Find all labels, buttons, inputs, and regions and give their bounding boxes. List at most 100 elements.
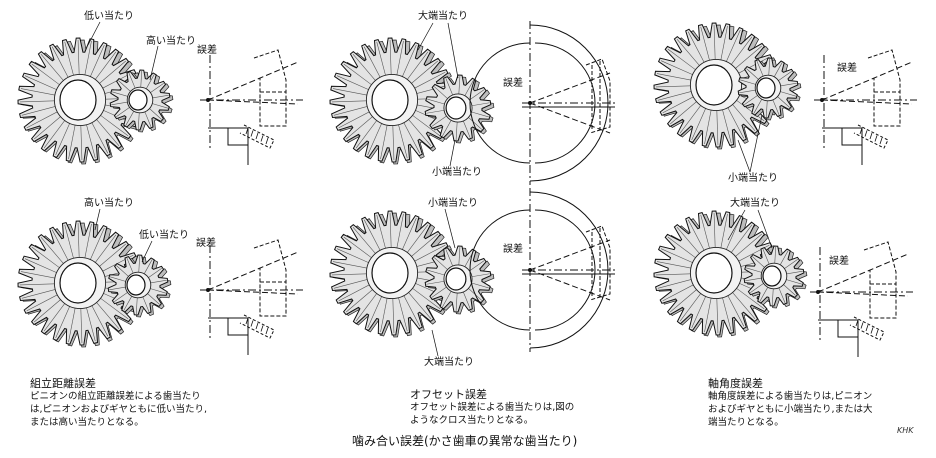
gear-large-2a-tooth-line [392, 124, 395, 161]
pinion-3a-tooth-line [765, 100, 768, 118]
schematic-1b-hatch [255, 322, 259, 330]
pinion-2a-tooth-line [427, 98, 445, 105]
gear-large-2b-tooth-line [367, 295, 383, 329]
pinion-3b-tooth-line [783, 284, 796, 296]
leader-line [449, 139, 456, 167]
gear-large-1b-tooth-line [68, 307, 76, 343]
leader-line [749, 114, 763, 173]
gear-large-3b-tooth-line [704, 297, 712, 333]
gear-large-1b-tooth-line [26, 294, 58, 312]
schematic-3a-hatch [864, 130, 868, 137]
label-error-1a: 誤差 [197, 45, 217, 56]
schematic-1a-hatch [265, 137, 269, 145]
gear-large-1a-tooth-line [20, 88, 56, 96]
gear-large-3a-bore [695, 64, 733, 106]
schematic-2b-pitch-line [529, 239, 611, 271]
schematic-2b-gear-profile [585, 225, 611, 301]
pinion-2a-bore [445, 96, 467, 120]
gear-large-2a-tooth-line [407, 118, 432, 146]
schematic-1a-pinion-profile [239, 124, 275, 149]
schematic-1a-hatch [245, 127, 249, 135]
gear-large-2a-tooth-line [403, 122, 421, 154]
pinion-1b-tooth-line [143, 259, 153, 275]
pinion-2b-tooth-line [455, 292, 458, 311]
pinion-1b-bore [126, 274, 146, 296]
gear-large-3b-tooth-line [670, 288, 698, 313]
gear-large-1b-tooth-line [84, 223, 92, 259]
pinion-1b-tooth-line [138, 255, 141, 273]
gear-large-3b-tooth-line [667, 236, 697, 259]
pinion-3b-tooth-line [762, 248, 770, 265]
gear-large-1b-tooth-line [31, 246, 61, 269]
schematic-3a-pinion-profile [853, 124, 889, 149]
gear-large-3b-tooth-line [679, 292, 702, 322]
gear-large-1b-tooth-line [98, 243, 126, 268]
gear-large-2b-tooth-line [407, 291, 432, 319]
schematic-2a-arc-inner [469, 42, 531, 164]
gear-large-1a-tooth-line [91, 122, 109, 154]
pinion-2a-tooth-line [464, 79, 474, 97]
schematic-3a-hatch [879, 137, 883, 145]
pinion-3b-tooth-line [779, 250, 789, 266]
schematic-1a-hatch [250, 130, 254, 137]
gear-large-3a-tooth-line [691, 107, 707, 141]
schematic-2a-pitch-line [529, 72, 611, 104]
pinion-3a-tooth-line [753, 98, 763, 114]
pinion-2a-tooth-line [462, 120, 471, 138]
gear-large-2a-tooth-line [336, 75, 370, 91]
pinion-2b-tooth-line [445, 249, 454, 267]
schematic-3b-pinion-profile [849, 316, 885, 341]
gear-large-3b-tooth-line [662, 284, 694, 302]
gear-large-2b-tooth-line [398, 297, 408, 332]
gear-large-2b-tooth-line [380, 297, 388, 333]
pinion-1b-tooth-line [147, 293, 160, 305]
pinion-1a-tooth-line [111, 91, 129, 97]
pinion-3a-tooth-line [739, 89, 756, 94]
gear-large-1a-tooth-line [21, 106, 56, 116]
gear-large-2b-tooth-line [389, 212, 392, 249]
pinion-3a-tooth-line [772, 99, 780, 116]
schematic-1b-hatch [250, 320, 254, 327]
pinion-2a-tooth-line [458, 76, 461, 95]
pinion-3b-tooth-line [752, 256, 765, 268]
schematic-3b-apex [816, 290, 820, 294]
caption-line: 軸角度誤差による歯当たりは,ピニオン [708, 391, 873, 402]
schematic-1b-hatch [260, 325, 264, 332]
caption-line: およびギヤともに小端当たり,または大 [708, 404, 873, 415]
schematic-1a-apex [206, 98, 210, 102]
label-low-contact-1a: 低い当たり [84, 11, 134, 22]
schematic-1a-housing [208, 127, 249, 165]
gear-large-2a-tooth-line [332, 88, 368, 96]
pinion-1b-tooth-line [148, 267, 162, 279]
gear-large-2a-tooth-line [367, 122, 383, 156]
schematic-1b-housing [227, 318, 248, 336]
gear-large-2b-tooth-line [414, 244, 446, 262]
gear-large-3a-tooth-line [656, 73, 692, 81]
schematic-3b-hatch [855, 319, 859, 327]
gear-large-3b-tooth-line [722, 297, 732, 332]
gear-large-2b-tooth-line [403, 295, 421, 327]
schematic-2b-arc-inner [469, 209, 531, 331]
schematic-1a-pitch-line [207, 99, 299, 105]
gear-large-1b-tooth-line [95, 301, 120, 329]
label-small-end-2a: 小端当たり [432, 167, 482, 178]
gear-large-2b-tooth-line [355, 292, 378, 322]
gear-large-3b-tooth-line [660, 248, 694, 264]
gear-large-1b-tooth-line [64, 224, 74, 259]
gear-large-3a-tooth-line [731, 103, 756, 131]
schematic-3a-hatch [869, 132, 873, 140]
schematic-3a-housing [822, 127, 863, 165]
leader-line [447, 22, 459, 79]
gear-large-2a-tooth-line [355, 119, 378, 149]
gear-large-3a-tooth-line [667, 48, 697, 71]
gear-large-1a-tooth-line [86, 124, 96, 159]
gear-large-2b-tooth-line [406, 224, 429, 254]
gear-large-1b-tooth-line [43, 302, 66, 332]
leader-line [727, 209, 746, 241]
pinion-3b-tooth-line [774, 246, 777, 264]
gear-large-1a-tooth-line [40, 54, 65, 82]
gear-large-1a-tooth-line [26, 111, 58, 129]
gear-large-2b-bore [371, 252, 409, 294]
schematic-1a-gear-profile [253, 49, 287, 127]
